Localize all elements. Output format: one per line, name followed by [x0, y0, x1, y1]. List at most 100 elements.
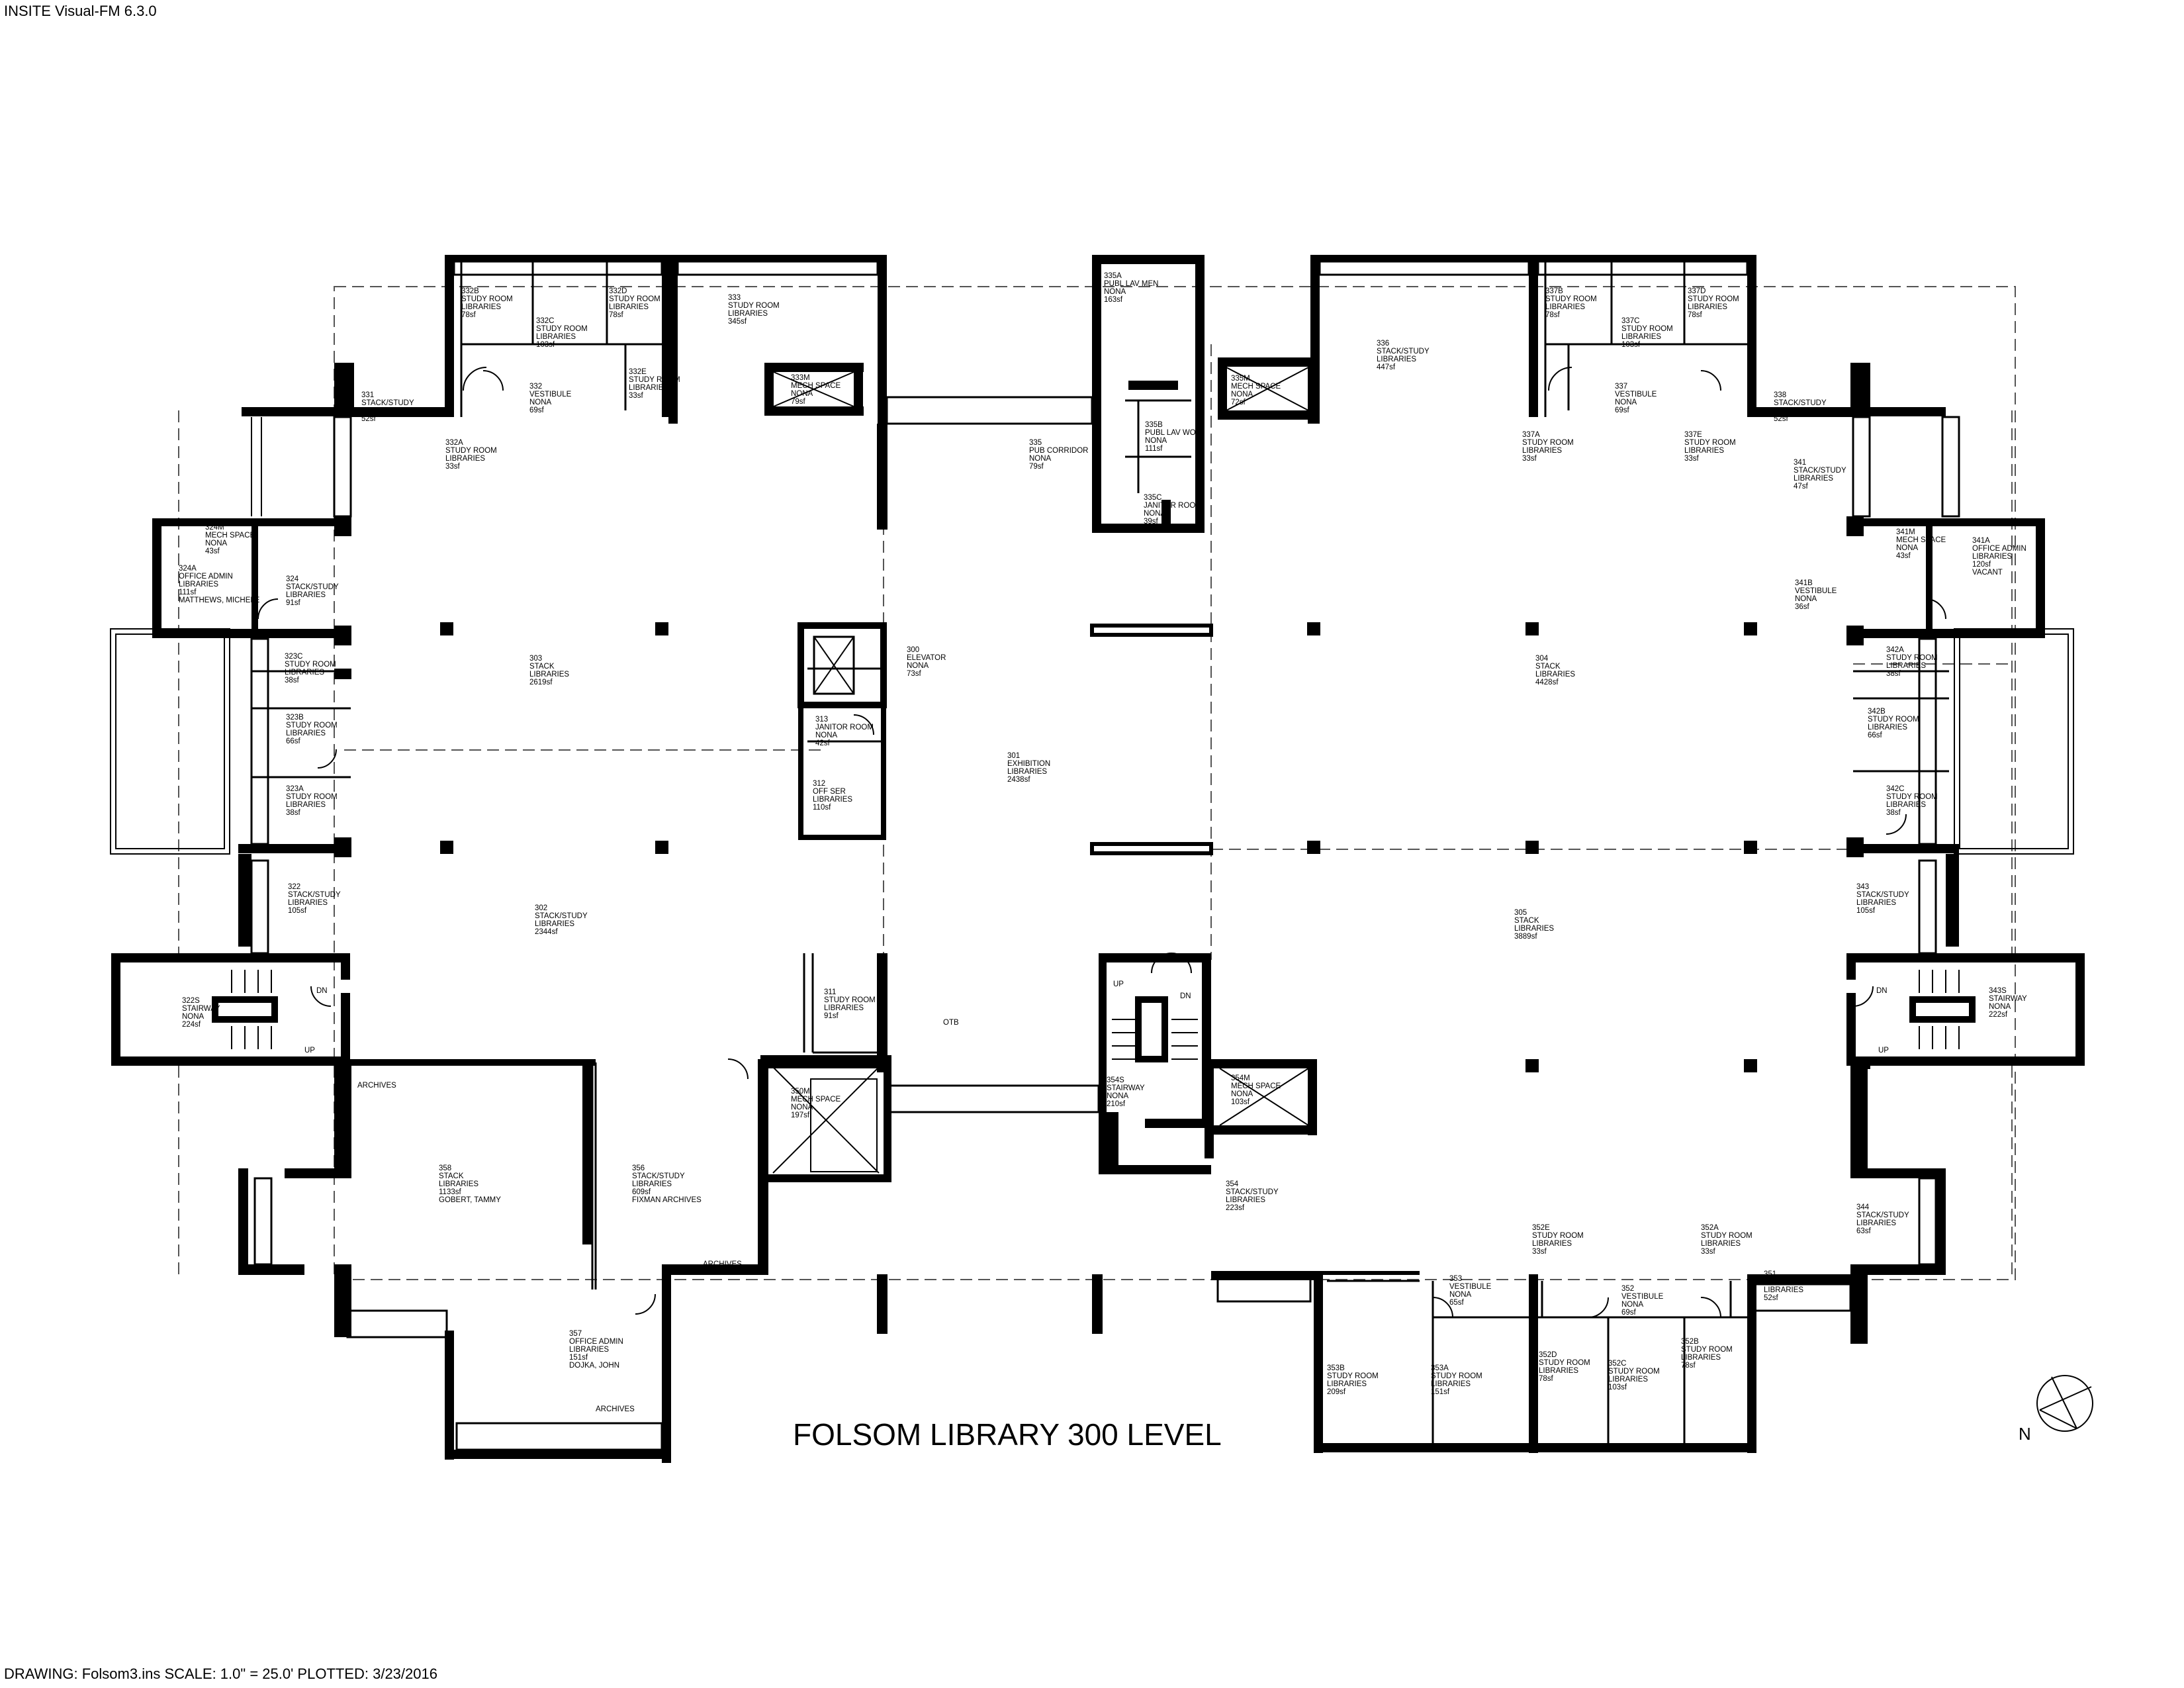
room-label-line: 111sf	[1145, 445, 1163, 453]
room-label-line: VESTIBULE	[1615, 391, 1657, 399]
room-label-line: 222sf	[1989, 1011, 2008, 1019]
room-label-line: LIBRARIES	[1681, 1354, 1721, 1362]
room-label-line: 305	[1514, 909, 1527, 917]
room-label-line: 52sf	[361, 415, 377, 423]
room-label-line: STACK	[1535, 663, 1561, 671]
archives-label: ARCHIVES	[596, 1405, 635, 1413]
room-label-line: LIBRARIES	[285, 669, 324, 677]
room-label-line: STUDY ROOM	[609, 295, 660, 303]
room-label-line: 78sf	[1539, 1375, 1554, 1383]
room-label-line: LIBRARIES	[1522, 447, 1562, 455]
room-label-line: 323C	[285, 653, 303, 661]
room-label-line: 333	[728, 294, 741, 302]
room-label-line: 333M	[791, 374, 810, 382]
room-label-line: GOBERT, TAMMY	[439, 1196, 501, 1204]
room-label-line: VACANT	[1972, 569, 2003, 577]
room-label-line: 331	[361, 391, 374, 399]
room-label-line: NONA	[1107, 1092, 1129, 1100]
room-label-line: NONA	[1615, 399, 1637, 406]
room-label-line: LIBRARIES	[728, 310, 768, 318]
room-label-line: 3889sf	[1514, 933, 1537, 941]
room-label-line: MECH SPACE	[205, 532, 255, 539]
room-label-line: 350M	[791, 1088, 810, 1096]
room-label-line: LIBRARIES	[1327, 1380, 1367, 1388]
room-label-line: 72sf	[1231, 399, 1246, 406]
room-label-line: 91sf	[824, 1012, 839, 1020]
otb-label: OTB	[943, 1019, 959, 1027]
room-label-line: MECH SPACE	[791, 382, 841, 390]
room-label-line: NONA	[529, 399, 552, 406]
room-label-line: LIBRARIES	[179, 581, 218, 588]
room-label-line: 335C	[1144, 494, 1162, 502]
room-label-line: LIBRARIES	[632, 1180, 672, 1188]
room-label-line: 47sf	[1794, 483, 1809, 491]
stair-up-label: UP	[1113, 980, 1124, 988]
room-label-line: 43sf	[1896, 552, 1911, 560]
room-label-line: LIBRARIES	[813, 796, 852, 804]
room-label-line: 209sf	[1327, 1388, 1346, 1396]
room-label-line: 2438sf	[1007, 776, 1030, 784]
room-label-line: 39sf	[1144, 518, 1159, 526]
room-label-line: 358	[439, 1164, 451, 1172]
room-label-line: 447sf	[1377, 363, 1396, 371]
room-label-line: LIBRARIES	[1764, 1286, 1803, 1294]
room-label-line: LIBRARIES	[1431, 1380, 1471, 1388]
room-label-line: 2344sf	[535, 928, 558, 936]
room-label-line: LIBRARIES	[1532, 1240, 1572, 1248]
room-label-line: LIBRARIES	[461, 303, 501, 311]
room-label-line: 332D	[609, 287, 627, 295]
room-label-line: 78sf	[1688, 311, 1703, 319]
room-label-line: NONA	[791, 1103, 813, 1111]
room-label-line: 342C	[1886, 785, 1905, 793]
room-label-line: 609sf	[632, 1188, 651, 1196]
room-label-line: NONA	[1989, 1003, 2011, 1011]
room-label-line: OFFICE ADMIN	[569, 1338, 623, 1346]
room-label-line: 151sf	[569, 1354, 588, 1362]
stair-down-label: DN	[316, 987, 328, 995]
room-label-line: 73sf	[907, 670, 922, 678]
room-label-line: STACK/STUDY	[286, 583, 339, 591]
room-label-line: STACK/STUDY	[1226, 1188, 1279, 1196]
room-label-line: STUDY ROOM	[1684, 439, 1736, 447]
room-label-line: 311	[824, 988, 836, 996]
room-label-line: 323B	[286, 714, 304, 722]
room-label-line: VESTIBULE	[1449, 1283, 1492, 1291]
room-label-line: STACK/STUDY	[361, 399, 414, 407]
room-label-line: MECH SPACE	[791, 1096, 841, 1103]
room-label-line: NONA	[1231, 1090, 1253, 1098]
room-label-line: OFFICE ADMIN	[179, 573, 233, 581]
room-label-line: LIBRARIES	[1701, 1240, 1741, 1248]
stair-up-label: UP	[304, 1047, 315, 1055]
room-label-line: NONA	[907, 662, 929, 670]
room-label-line: 4428sf	[1535, 679, 1559, 686]
room-label-line: 66sf	[1868, 731, 1883, 739]
room-label-line: STUDY ROOM	[1539, 1359, 1590, 1367]
archives-label: ARCHIVES	[357, 1082, 396, 1090]
room-label-line: ELEVATOR	[907, 654, 946, 662]
room-label-line: 302	[535, 904, 547, 912]
room-label-line: STUDY ROOM	[1431, 1372, 1482, 1380]
